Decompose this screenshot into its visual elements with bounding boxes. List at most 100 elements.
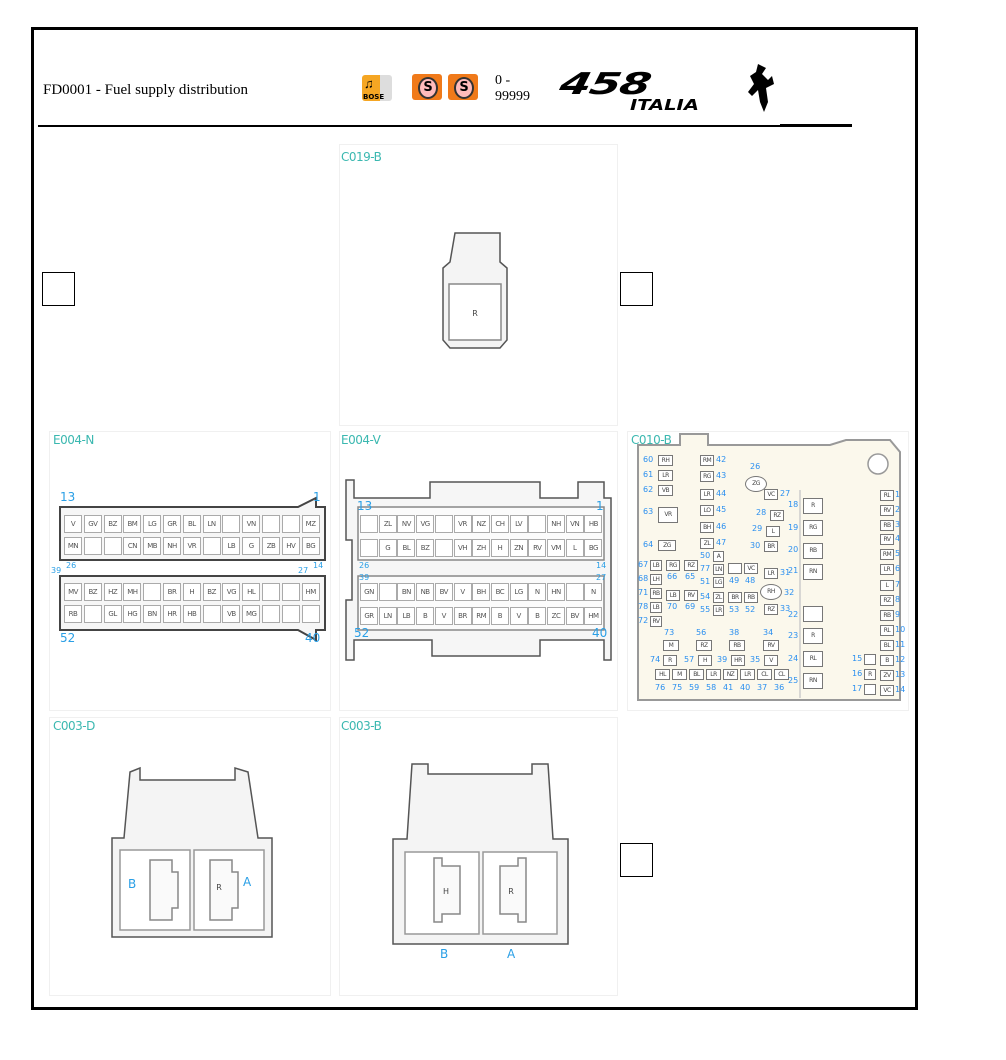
pin-cell: N — [528, 583, 547, 601]
c010b-pin-cell: LR — [880, 564, 894, 575]
pin-cell: V — [509, 607, 528, 625]
c010b-pin-number: 19 — [788, 523, 799, 532]
c010b-pin-cell: ZL — [700, 538, 714, 549]
connector-label-c019b: C019-B — [341, 150, 382, 164]
c010b-pin-cell: BL — [689, 669, 704, 680]
prancing-horse-icon — [748, 64, 774, 112]
c010b-pin-number: 55 — [700, 605, 711, 614]
c010b-pin-number: 27 — [780, 489, 791, 498]
pin-cell — [434, 515, 453, 533]
pin-cell: V — [453, 583, 472, 601]
pin-cell: LV — [509, 515, 528, 533]
c010b-pin-cell: R — [803, 628, 823, 644]
c010b-pin-number: 11 — [895, 640, 906, 649]
pin-cell: H — [490, 539, 509, 557]
pin-cell: VG — [416, 515, 435, 533]
pin-cell: BH — [472, 583, 491, 601]
s-label: S — [418, 77, 438, 99]
c010b-pin-cell: HL — [655, 669, 670, 680]
c010b-pin-number: 60 — [643, 455, 654, 464]
c010b-pin-number: 28 — [756, 508, 767, 517]
pin-cell: LN — [202, 515, 221, 533]
c010b-pin-cell: RG — [666, 560, 680, 571]
pin-cell: B — [490, 607, 509, 625]
c010b-pin-number: 3 — [895, 520, 901, 529]
c010b-pin-number: 38 — [729, 628, 740, 637]
c010b-pin-number: 35 — [750, 655, 761, 664]
c010b-pin-cell: LR — [740, 669, 755, 680]
c010b-pin-number: 78 — [638, 602, 649, 611]
pin-cell: ZL — [378, 515, 397, 533]
c010b-pin-cell: LR — [713, 605, 724, 616]
c010b-pin-number: 69 — [685, 602, 696, 611]
c010b-pin-cell: M — [663, 640, 679, 651]
c010b-pin-number: 56 — [696, 628, 707, 637]
panel-e004n — [50, 432, 330, 710]
serial-range: 0 - 99999 — [495, 73, 530, 104]
c010b-pin-number: 2 — [895, 505, 901, 514]
c010b-pin-cell: RV — [763, 640, 779, 651]
pin-cell: RV — [528, 539, 547, 557]
c010b-pin-number: 64 — [643, 540, 654, 549]
pin-cell: BZ — [83, 583, 102, 601]
c010b-pin-number: 53 — [729, 605, 740, 614]
c010b-pin-number: 45 — [716, 505, 727, 514]
c010b-pin-cell: NZ — [723, 669, 738, 680]
pin-cell: HZ — [103, 583, 122, 601]
pin-cell: BG — [301, 537, 320, 555]
pin-cell: N — [584, 583, 603, 601]
pin-number: 27 — [298, 566, 309, 575]
c010b-pin-number: 43 — [716, 471, 727, 480]
c019b-pin-code: R — [472, 309, 478, 318]
pin-cell — [360, 515, 378, 533]
c010b-pin-cell: RH — [658, 455, 673, 466]
pin-cell: BZ — [416, 539, 435, 557]
pin-cell: BZ — [103, 515, 122, 533]
c010b-pin-number: 8 — [895, 595, 901, 604]
pin-cell — [281, 515, 300, 533]
c010b-pin-number: 51 — [700, 577, 711, 586]
pin-cell — [281, 605, 300, 623]
pin-cell: BN — [397, 583, 416, 601]
pin-cell — [83, 605, 102, 623]
pin-cell: MB — [143, 537, 162, 555]
c010b-pin-cell: RN — [803, 564, 823, 580]
pin-cell: G — [378, 539, 397, 557]
c010b-pin-number: 23 — [788, 631, 799, 640]
pin-cell: VB — [222, 605, 241, 623]
c010b-pin-cell: LB — [650, 602, 662, 613]
pin-cell: B — [416, 607, 435, 625]
c010b-pin-number: 66 — [667, 572, 678, 581]
pin-cell: VG — [222, 583, 241, 601]
c010b-pin-cell: RZ — [696, 640, 712, 651]
c010b-pin-cell: RZ — [764, 604, 778, 615]
c010b-pin-cell: RV — [684, 590, 698, 601]
s-badge-icon: S — [448, 74, 478, 100]
bose-label: BOSE — [363, 93, 385, 101]
pin-cell — [202, 605, 221, 623]
c010b-pin-cell: VC — [880, 685, 894, 696]
c010b-pin-number: 37 — [757, 683, 768, 692]
pin-cell: GR — [360, 607, 378, 625]
c010b-pin-number: 67 — [638, 560, 649, 569]
pin-cell: MH — [123, 583, 142, 601]
c010b-pin-cell: RB — [729, 640, 745, 651]
s-label: S — [454, 77, 474, 99]
pin-cell: GL — [103, 605, 122, 623]
logo-model: ITALIA — [630, 96, 699, 114]
pin-cell — [360, 539, 378, 557]
c010b-pin-cell: H — [698, 655, 712, 666]
c010b-pin-cell: LH — [650, 574, 662, 585]
c010b-pin-number: 73 — [664, 628, 675, 637]
pin-cell: BL — [397, 539, 416, 557]
c010b-pin-cell: R — [864, 669, 876, 680]
pin-cell: HM — [301, 583, 320, 601]
c010b-pin-cell — [803, 606, 823, 622]
pin-cell — [222, 515, 241, 533]
pin-cell: RB — [64, 605, 82, 623]
c010b-pin-number: 13 — [895, 670, 906, 679]
pin-cell: G — [242, 537, 261, 555]
c010b-pin-cell: RV — [650, 616, 662, 627]
pin-cell: BL — [182, 515, 201, 533]
c010b-pin-number: 15 — [852, 654, 863, 663]
